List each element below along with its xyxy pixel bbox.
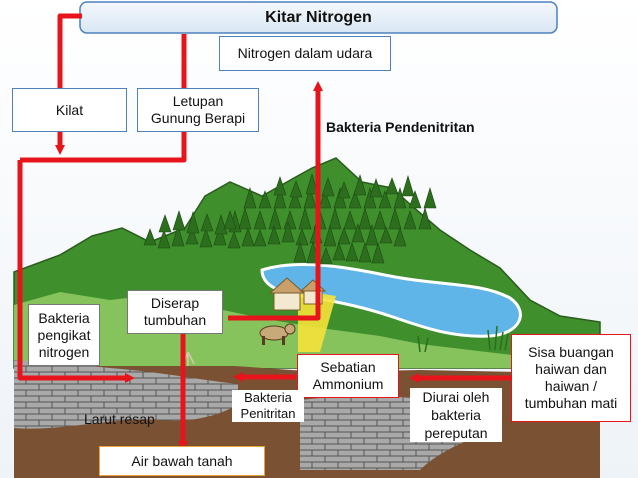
waste-box: Sisa buangan haiwan dan haiwan / tumbuha…: [511, 334, 631, 422]
forest: [143, 172, 437, 265]
tree-icon: [332, 242, 346, 261]
tree-icon: [408, 190, 422, 209]
tree-icon: [363, 186, 377, 209]
tree-icon: [241, 227, 255, 247]
tree-icon: [200, 213, 214, 232]
tree-icon: [319, 247, 333, 265]
tree-icon: [267, 225, 281, 245]
tree-icon: [171, 224, 185, 247]
tree-icon: [305, 172, 319, 195]
tree-icon: [238, 206, 252, 230]
arrow-denitrification-up: [228, 81, 323, 321]
tree-icon: [243, 186, 257, 209]
tree-icon: [143, 228, 157, 246]
reed-icon: [417, 325, 509, 353]
path-road: [298, 290, 336, 352]
volcano-box: Letupan Gunung Berapi: [137, 88, 259, 132]
tree-icon: [369, 178, 383, 198]
tree-icon: [318, 190, 332, 209]
tree-icon: [348, 190, 362, 209]
tree-icon: [393, 227, 407, 247]
cow-icon: [259, 323, 296, 345]
tree-icon: [288, 190, 302, 209]
tree-icon: [403, 210, 417, 230]
tree-icon: [418, 206, 432, 230]
tree-icon: [253, 229, 267, 247]
decomposer-label: Diurai oleh bakteria pereputan: [410, 388, 502, 442]
tree-icon: [393, 186, 407, 209]
tree-icon: [253, 210, 267, 230]
tree-icon: [423, 186, 437, 209]
tree-icon: [351, 223, 365, 243]
tree-icon: [185, 227, 199, 245]
title-text: Kitar Nitrogen: [265, 9, 372, 26]
tree-icon: [199, 228, 213, 248]
tree-icon: [273, 176, 287, 196]
tree-icon: [227, 231, 241, 249]
lightning-box: Kilat: [12, 88, 127, 132]
ammonium-box: Sebatian Ammonium: [297, 354, 399, 398]
arrow-fixation-to-soil: [17, 160, 135, 383]
tree-icon: [158, 214, 172, 233]
tree-icon: [388, 206, 402, 230]
tree-icon: [223, 210, 237, 230]
tree-icon: [273, 186, 287, 209]
tree-icon: [321, 177, 335, 197]
denitrifying-bacteria-label: Bakteria Pendenitritan: [326, 119, 475, 135]
nitrifying-bacteria-label: Bakteria Penitritan: [232, 390, 304, 422]
tree-icon: [157, 229, 171, 249]
tree-icon: [186, 210, 200, 234]
tree-icon: [345, 242, 359, 262]
tree-icon: [337, 227, 351, 245]
tree-icon: [293, 240, 307, 263]
plant-uptake-box: Diserap tumbuhan: [127, 290, 223, 334]
nitrogen-air-box: Nitrogen dalam udara: [219, 36, 391, 71]
tree-icon: [298, 206, 312, 230]
tree-icon: [358, 242, 372, 263]
groundwater-box: Air bawah tanah: [99, 446, 265, 476]
tree-icon: [401, 174, 415, 197]
tree-icon: [353, 173, 367, 196]
tree-icon: [295, 228, 309, 246]
tree-icon: [385, 177, 399, 195]
fixing-bacteria-box: Bakteria pengikat nitrogen: [28, 304, 100, 366]
tree-icon: [337, 181, 351, 199]
tree-icon: [172, 210, 186, 231]
arrow-volcano-to-soil: [20, 34, 187, 163]
tree-icon: [378, 190, 392, 209]
tree-icon: [328, 206, 342, 230]
tree-icon: [303, 186, 317, 209]
tree-icon: [365, 223, 379, 246]
leaching-label: Larut resap: [84, 411, 155, 427]
tree-icon: [323, 224, 337, 247]
tree-icon: [379, 226, 393, 244]
tree-icon: [213, 223, 227, 246]
tree-icon: [258, 190, 272, 209]
tree-icon: [281, 220, 295, 243]
tree-icon: [358, 206, 372, 230]
tree-icon: [373, 210, 387, 230]
tree-icon: [371, 241, 385, 264]
tree-icon: [289, 180, 303, 198]
tree-icon: [343, 210, 357, 230]
